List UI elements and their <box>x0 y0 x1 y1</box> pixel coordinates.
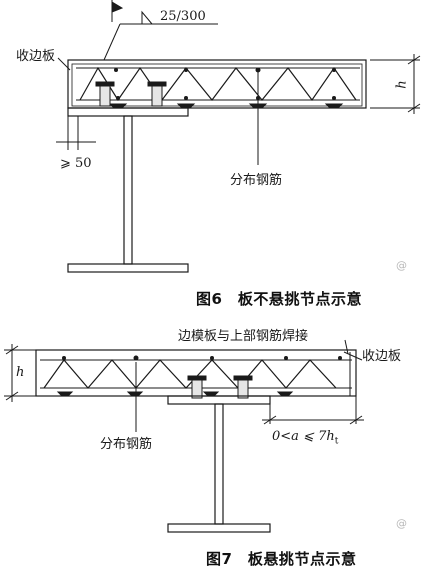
truss-seat <box>324 103 344 109</box>
truss-seat <box>276 391 294 397</box>
truss-seat <box>176 103 196 109</box>
beam-bottom-flange-7 <box>167 523 271 533</box>
rebar-dot <box>116 96 120 100</box>
figure7-caption: 图7 板悬挑节点示意 <box>206 550 357 568</box>
rebar-dot <box>332 68 336 72</box>
edge-form-6 <box>71 63 363 107</box>
slab-outline-6 <box>67 59 367 109</box>
beam-top-flange-7 <box>167 395 271 405</box>
weld-note-label-7: 边模板与上部钢筋焊接 <box>178 329 309 344</box>
shear-stud-7b <box>237 377 249 399</box>
height-tick-bot-6 <box>407 103 421 113</box>
rebar-dot <box>338 356 342 360</box>
rebar-dot <box>184 68 188 72</box>
rebar-dot <box>114 68 118 72</box>
beam-web-6 <box>123 115 133 265</box>
truss-seat <box>126 391 144 397</box>
rebar-dot <box>62 356 66 360</box>
rebar-dot <box>184 96 188 100</box>
rebar-dot <box>284 356 288 360</box>
cantilever-tick-right <box>349 415 363 425</box>
distribution-bar-label-7: 分布钢筋 <box>100 437 153 452</box>
edge-form-leader-7 <box>343 351 363 361</box>
distribution-bar-label-6: 分布钢筋 <box>230 173 283 188</box>
truss-diagonals-6 <box>79 66 357 102</box>
cantilever-label: 0<a ⩽ 7ht <box>272 430 338 447</box>
figure6-caption: 图6 板不悬挑节点示意 <box>196 290 362 308</box>
rebar-dot <box>332 96 336 100</box>
weld-note-leader-7 <box>344 339 349 355</box>
shear-stud-head-6a <box>95 81 115 87</box>
truss-seat <box>56 391 74 397</box>
beam-top-flange-6 <box>67 107 189 117</box>
watermark-7: @ <box>396 517 407 530</box>
truss-diagonals-7 <box>43 359 337 389</box>
shear-stud-head-7b <box>233 375 253 381</box>
fillet-weld-icon <box>141 10 153 25</box>
rebar-dot <box>133 355 139 361</box>
cantilever-label-text: 0<a ⩽ 7h <box>272 429 335 444</box>
weld-symbol-leader <box>103 23 121 61</box>
shear-stud-7a <box>191 377 203 399</box>
height-tick-top-6 <box>407 55 421 65</box>
weld-spec-label: 25/300 <box>160 9 206 24</box>
rebar-dot <box>210 356 214 360</box>
height-label-6: h <box>394 80 410 89</box>
edge-form-leader-6 <box>57 57 71 71</box>
height-label-7: h <box>16 365 25 380</box>
cantilever-tick-left <box>263 415 277 425</box>
height-tick-top-7 <box>5 345 19 355</box>
shear-stud-head-7a <box>187 375 207 381</box>
weld-flag-icon <box>111 0 124 22</box>
truss-seat <box>202 391 220 397</box>
min-bearing-label: ⩾ 50 <box>60 156 92 171</box>
beam-bottom-flange-6 <box>67 263 189 273</box>
rebar-dot <box>255 67 261 73</box>
edge-form-label-6: 收边板 <box>16 49 56 64</box>
edge-form-label-7: 收边板 <box>362 349 402 364</box>
height-tick-bot-7 <box>5 391 19 401</box>
shear-stud-head-6b <box>147 81 167 87</box>
watermark-6: @ <box>396 259 407 272</box>
cantilever-label-sub: t <box>334 436 339 447</box>
beam-web-7 <box>214 403 224 525</box>
